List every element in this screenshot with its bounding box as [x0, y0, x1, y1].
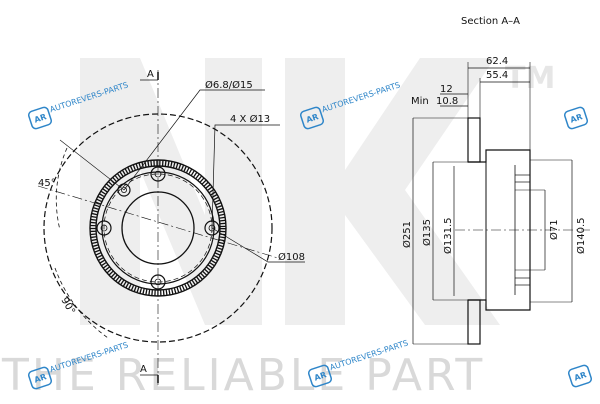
watermark-badge-6: AR: [567, 364, 593, 388]
dim-total-height: 62.4: [486, 56, 508, 67]
dim-hub-height: 55.4: [486, 70, 508, 81]
brand-tagline: THE RELIABLE PART: [1, 350, 485, 400]
front-view: [37, 70, 305, 385]
bolt-callout-label: 4 X Ø13: [230, 113, 270, 125]
hole-callout-label: Ø6.8/Ø15: [205, 79, 253, 91]
dim-min-thickness: 10.8: [436, 96, 458, 107]
ar-badge-text: AR: [305, 112, 320, 124]
logo-letter-k: [285, 58, 500, 325]
ar-badge-icon: [299, 106, 325, 130]
ar-badge-icon: [27, 106, 53, 130]
watermark-badge-3: AR: [563, 106, 589, 130]
ar-badge-icon: [563, 106, 589, 130]
dim-thickness: 12: [440, 84, 453, 95]
dim-min-label: Min: [411, 96, 429, 107]
ar-badge-text: AR: [33, 372, 48, 384]
hub-circle: [101, 171, 215, 285]
bolt-hole-left: [96, 220, 112, 236]
bolt-hole-top-inner: [154, 170, 162, 178]
ar-badge-icon: [307, 364, 333, 388]
ar-badge-icon: [567, 364, 593, 388]
dim-center-bore: Ø71: [548, 219, 560, 240]
ar-badge-icon: [27, 366, 53, 390]
section-marker-bottom: A: [140, 364, 147, 375]
angle-reference-line: [59, 139, 125, 191]
ar-badge-text: AR: [313, 370, 328, 382]
locating-hole-inner: [121, 186, 128, 193]
dim-outer-diameter: Ø251: [401, 221, 413, 248]
angle-45-label: 45°: [38, 178, 56, 189]
locating-hole: [117, 183, 131, 197]
pcd-label: Ø108: [278, 251, 305, 263]
hole-callout-leader: [123, 89, 265, 191]
dim-diameter-135: Ø135: [421, 219, 433, 246]
pcd-leader: [211, 227, 305, 263]
angle-arc-45: [55, 147, 68, 231]
ar-badge-text: AR: [569, 112, 584, 124]
dim-diameter-131-5: Ø131.5: [442, 218, 454, 255]
dim-diameter-140-5: Ø140.5: [575, 218, 587, 255]
friction-ring-top: [467, 117, 481, 163]
bolt-callout-leader: [211, 124, 280, 229]
section-view: [412, 62, 590, 345]
diagonal-centerline: [37, 185, 279, 259]
bolt-hole-left-inner: [100, 224, 108, 232]
friction-ring-bottom: [467, 299, 481, 345]
ar-badge-text: AR: [33, 112, 48, 124]
bolt-hole-bottom-inner: [154, 278, 162, 286]
section-title: Section A–A: [461, 16, 520, 27]
angle-90-label: 90°: [58, 296, 76, 317]
ar-badge-text: AR: [573, 370, 588, 382]
section-marker-top: A: [147, 69, 154, 80]
